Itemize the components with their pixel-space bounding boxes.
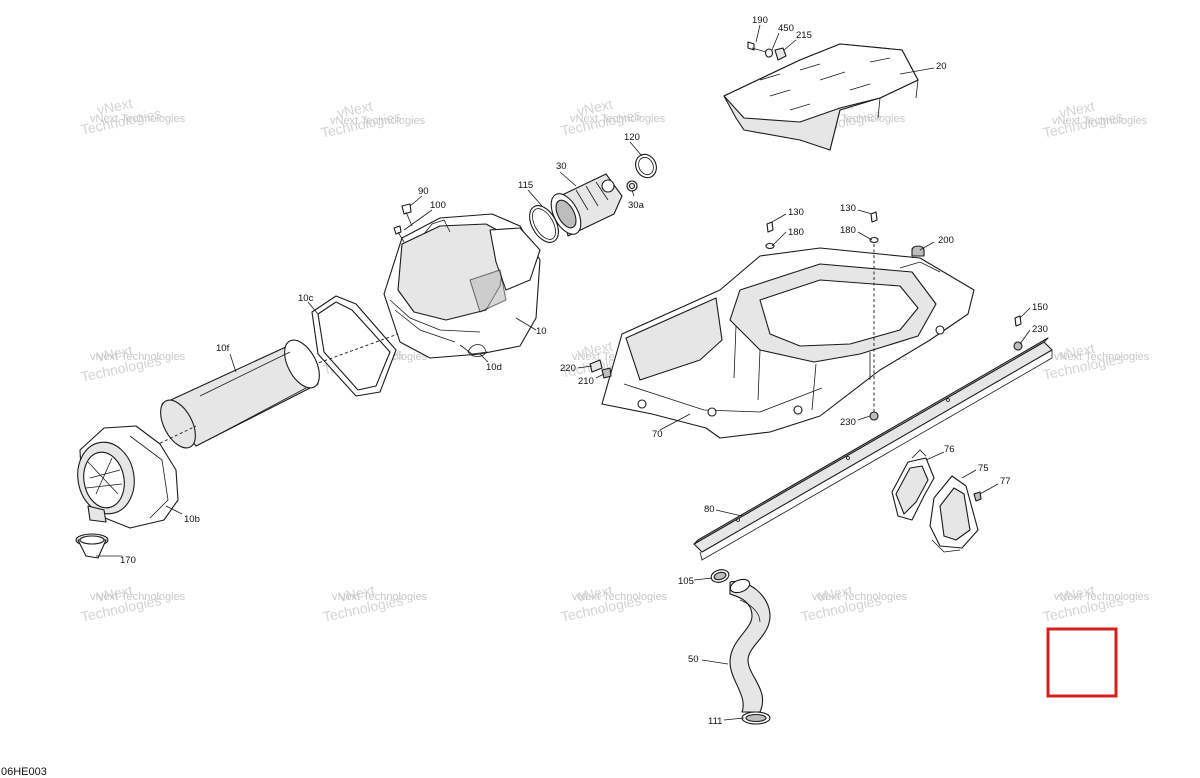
part-bolt-100[interactable] [393,225,405,243]
callout-label[interactable]: 76 [944,444,955,455]
callout-label[interactable]: 200 [938,235,954,246]
watermark: vNext Technologies [1054,351,1150,363]
callout-label[interactable]: 30 [556,161,567,172]
part-bracket-75[interactable] [929,475,979,553]
callout-labels: 190 450 215 20 90 100 115 30 120 30a 10c… [120,15,1048,727]
svg-text:vNext: vNext [576,96,614,119]
callout-label[interactable]: 215 [796,30,812,41]
callout-label[interactable]: 77 [1000,476,1011,487]
part-nut-215[interactable] [774,47,787,61]
callout-label[interactable]: 120 [624,132,640,143]
watermark: vNext Technologies [90,591,186,603]
part-gasket-10c[interactable] [311,295,397,397]
part-clip-220[interactable] [589,359,603,373]
callout-label[interactable]: 70 [652,429,663,440]
part-boot-30[interactable] [545,173,623,239]
watermark: vNext Technologies [1054,591,1150,603]
part-bolt-90[interactable] [401,203,413,227]
callout-label[interactable]: 190 [752,15,768,26]
part-clamp-115[interactable] [524,201,565,248]
part-nut-230[interactable] [869,411,879,421]
part-tray-70[interactable] [601,247,975,439]
callout-label[interactable]: 450 [778,23,794,34]
watermark: vNext Technologies [332,591,428,603]
callout-label[interactable]: 10f [216,343,230,354]
callout-label[interactable]: 105 [678,576,694,587]
callout-label[interactable]: 130 [788,207,804,218]
watermark: vNext Technologies [570,113,666,125]
part-airbox-cover-10b[interactable] [72,425,179,529]
part-hose-50[interactable] [729,577,771,713]
part-bumper-200[interactable] [911,245,925,257]
callout-label[interactable]: 115 [518,180,533,191]
callout-label[interactable]: 130 [840,203,856,214]
part-washer-450[interactable] [764,48,774,58]
part-clamp-10d[interactable] [467,344,487,357]
diagram-code: 06HE003 [1,766,47,778]
watermark: vNext Technologies [812,591,908,603]
leader-lines [96,24,1031,721]
callout-label[interactable]: 75 [978,463,989,474]
callout-label[interactable]: 30a [628,200,645,211]
callout-label[interactable]: 220 [560,363,576,374]
part-clamp-105[interactable] [710,568,730,584]
svg-text:vNext: vNext [96,342,134,365]
svg-text:vNext: vNext [576,582,614,605]
callout-label[interactable]: 10 [536,326,547,337]
callout-label[interactable]: 180 [840,225,856,236]
watermark: vNext Technologies [330,115,426,127]
part-fitting-30a[interactable] [626,180,638,192]
part-bolt-190[interactable] [747,41,767,53]
part-bolt-130[interactable] [766,221,774,233]
part-nut-210[interactable] [601,367,612,379]
watermark: vNext Technologies [90,351,186,363]
callout-label[interactable]: 10d [486,362,502,373]
svg-text:vNext: vNext [1058,98,1096,121]
part-clamp-120[interactable] [632,151,660,181]
callout-label[interactable]: 210 [578,376,594,387]
watermark-layer: vNext Technologies vNext Technologies vN… [79,95,1150,625]
callout-label[interactable]: 10b [184,514,200,525]
svg-text:vNext: vNext [96,582,134,605]
svg-text:vNext: vNext [816,582,854,605]
svg-text:vNext: vNext [338,582,376,605]
part-bolt-150[interactable] [1014,315,1022,327]
callout-label[interactable]: 230 [840,417,856,428]
callout-label[interactable]: 80 [704,504,715,515]
svg-text:vNext: vNext [96,95,134,118]
watermark: vNext Technologies [572,591,668,603]
callout-label[interactable]: 100 [430,200,446,211]
callout-label[interactable]: 150 [1032,302,1048,313]
callout-label[interactable]: 111 [708,716,722,727]
part-cover-plate[interactable] [723,43,919,151]
callout-label[interactable]: 10c [298,293,314,304]
svg-text:vNext: vNext [1058,340,1096,363]
part-clamp-111[interactable] [741,711,771,725]
part-washer-180[interactable] [869,236,879,244]
svg-text:vNext: vNext [576,338,614,361]
part-airbox-body[interactable] [383,213,541,359]
part-bolt-130[interactable] [870,211,878,223]
callout-label[interactable]: 90 [418,186,429,197]
callout-label[interactable]: 20 [936,61,947,72]
svg-text:vNext: vNext [1058,582,1096,605]
callout-label[interactable]: 50 [688,654,699,665]
callout-label[interactable]: 180 [788,227,804,238]
part-screw-77[interactable] [973,491,982,502]
part-nozzle-170[interactable] [75,533,109,559]
part-bracket-76[interactable] [891,449,935,521]
part-filter-10f[interactable] [153,334,326,453]
part-rail-80[interactable] [693,337,1053,561]
part-washer-180[interactable] [765,242,775,250]
watermark: vNext Technologies [1052,115,1148,127]
callout-label[interactable]: 170 [120,555,136,566]
watermark: vNext Technologies [90,113,186,125]
svg-text:vNext: vNext [336,98,374,121]
highlight-box[interactable] [1046,627,1118,698]
callout-label[interactable]: 230 [1032,324,1048,335]
